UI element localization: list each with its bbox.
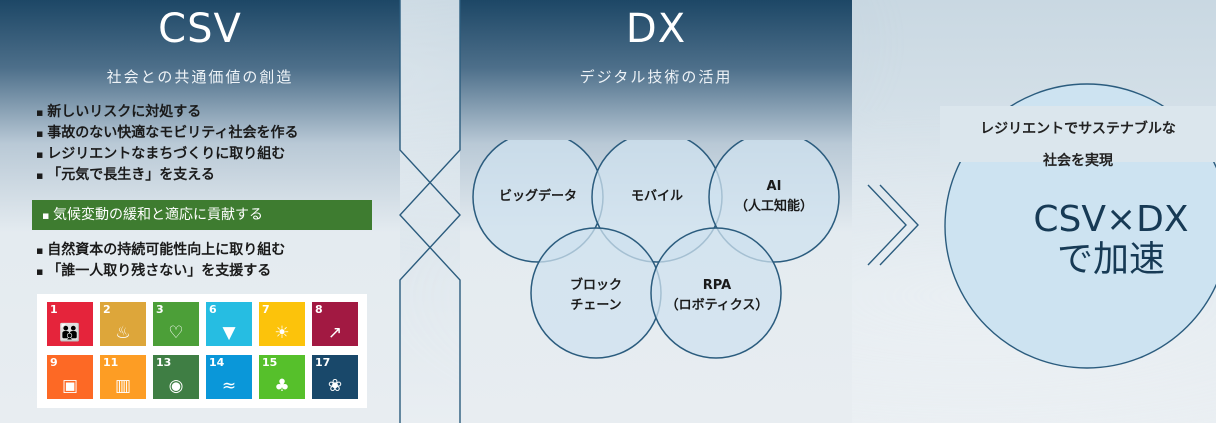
- goal-line1: レジリエントでサステナブルな: [980, 121, 1176, 137]
- sdg-tile: 3♡: [153, 302, 199, 346]
- sun-icon: ☀: [274, 323, 290, 343]
- label-blockchain-line1: ブロック: [569, 278, 622, 293]
- goal-line2: 社会を実現: [1043, 153, 1113, 169]
- dx-subtitle: デジタル技術の活用: [579, 68, 733, 86]
- dx-circles-diagram: [472, 140, 840, 359]
- panel-connector-lines: [399, 0, 461, 423]
- sdg-number: 7: [262, 303, 270, 316]
- people-icon: 👪: [59, 323, 81, 343]
- sdg-icon-grid: 1👪2♨3♡6▼7☀8↗9▣11▥13◉14≈15♣17❀: [37, 294, 367, 408]
- goal-circle: [940, 83, 1216, 369]
- sdg-number: 11: [103, 356, 119, 369]
- label-rpa-line2: （ロボティクス）: [665, 298, 769, 313]
- sdg-tile: 11 ▥: [100, 355, 146, 399]
- sdg-tile: 13 ◉: [153, 355, 199, 399]
- csv-bullet: 事故のない快適なモビリティ社会を作る: [36, 123, 298, 144]
- label-rpa-line1: RPA: [702, 278, 732, 293]
- csv-panel: CSV 社会との共通価値の創造 新しいリスクに対処する 事故のない快適なモビリテ…: [0, 0, 400, 423]
- csv-bullet: 「元気で長生き」を支える: [36, 165, 298, 186]
- heartbeat-icon: ♡: [168, 323, 184, 343]
- label-rpa: RPA （ロボティクス）: [652, 276, 782, 316]
- label-blockchain: ブロック チェーン: [536, 276, 656, 316]
- goal-big-line2: で加速: [1056, 239, 1165, 280]
- sdg-tile: 1👪: [47, 302, 93, 346]
- city-icon: ▥: [114, 376, 132, 396]
- connector-right: [399, 0, 461, 423]
- csv-bullet: 自然資本の持続可能性向上に取り組む: [36, 240, 285, 261]
- csv-bullets-bottom: 自然資本の持続可能性向上に取り組む 「誰一人取り残さない」を支援する: [36, 240, 285, 282]
- chevron-right-icon: [867, 184, 919, 266]
- csv-bullet: 新しいリスクに対処する: [36, 102, 298, 123]
- csv-bullets-top: 新しいリスクに対処する 事故のない快適なモビリティ社会を作る レジリエントなまち…: [36, 102, 298, 186]
- sdg-number: 17: [315, 356, 331, 369]
- fish-icon: ≈: [221, 376, 237, 396]
- growth-chart-icon: ↗: [327, 323, 343, 343]
- sdg-number: 3: [156, 303, 164, 316]
- sdg-tile: 8↗: [312, 302, 358, 346]
- label-mobile: モバイル: [630, 189, 683, 204]
- sdg-tile: 6▼: [206, 302, 252, 346]
- water-icon: ▼: [222, 323, 236, 343]
- label-ai-line2: （人工知能）: [734, 199, 813, 214]
- circle-rpa: [650, 227, 782, 359]
- sdg-number: 13: [156, 356, 172, 369]
- dx-title: DX: [625, 6, 687, 52]
- connector-left: [399, 0, 461, 423]
- circle-ai: [708, 140, 840, 263]
- sdg-number: 1: [50, 303, 58, 316]
- label-ai-line1: AI: [766, 179, 782, 194]
- sdg-number: 2: [103, 303, 111, 316]
- sdg-number: 14: [209, 356, 225, 369]
- csv-bullet: レジリエントなまちづくりに取り組む: [36, 144, 298, 165]
- goal-big-line1: CSV×DX: [1033, 199, 1189, 240]
- sdg-number: 15: [262, 356, 278, 369]
- sdg-tile: 2♨: [100, 302, 146, 346]
- cubes-icon: ▣: [61, 376, 79, 396]
- sdg-tile: 9▣: [47, 355, 93, 399]
- sdg-number: 8: [315, 303, 323, 316]
- bowl-icon: ♨: [115, 323, 131, 343]
- sdg-tile: 7☀: [259, 302, 305, 346]
- sdg-number: 6: [209, 303, 217, 316]
- sdg-tile: 17 ❀: [312, 355, 358, 399]
- sdg-number: 9: [50, 356, 58, 369]
- tree-icon: ♣: [274, 376, 290, 396]
- label-ai: AI （人工知能）: [714, 177, 834, 217]
- csv-highlight-bar: 気候変動の緩和と適応に貢献する: [32, 200, 372, 230]
- csv-bullet: 「誰一人取り残さない」を支援する: [36, 261, 285, 282]
- csv-title: CSV: [158, 6, 242, 52]
- label-blockchain-line2: チェーン: [570, 298, 622, 313]
- label-bigdata: ビッグデータ: [498, 189, 577, 204]
- csv-subtitle: 社会との共通価値の創造: [106, 68, 294, 86]
- eye-icon: ◉: [168, 376, 184, 396]
- sdg-tile: 15 ♣: [259, 355, 305, 399]
- flower-icon: ❀: [327, 376, 343, 396]
- sdg-tile: 14 ≈: [206, 355, 252, 399]
